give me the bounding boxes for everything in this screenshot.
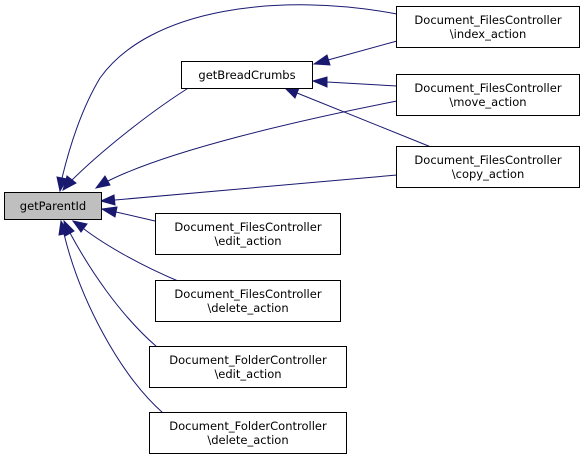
edge-move-to-breadcrumbs xyxy=(326,81,398,87)
arrowhead xyxy=(58,219,70,236)
edge-index-to-breadcrumbs xyxy=(327,40,398,61)
node-label-class: Document_FilesController xyxy=(414,13,562,27)
node-files-copy-action[interactable]: Document_FilesController \copy_action xyxy=(396,146,580,188)
node-files-edit-action[interactable]: Document_FilesController \edit_action xyxy=(155,213,341,255)
node-folder-edit-action[interactable]: Document_FolderController \edit_action xyxy=(149,346,347,388)
edge-copy-to-parentid xyxy=(114,174,398,201)
node-getbreadcrumbs[interactable]: getBreadCrumbs xyxy=(181,61,313,89)
edge-folder-delete-to-parentid xyxy=(63,233,164,414)
edge-folder-edit-to-parentid xyxy=(69,232,158,348)
edge-copy-to-breadcrumbs xyxy=(296,92,432,148)
arrowhead xyxy=(99,194,116,206)
node-label-method: \move_action xyxy=(449,95,527,109)
node-label-method: \delete_action xyxy=(207,433,289,447)
edge-files-delete-to-parentid xyxy=(83,228,179,282)
edge-index-to-parentid xyxy=(61,4,398,179)
node-folder-delete-action[interactable]: Document_FolderController \delete_action xyxy=(149,412,347,454)
node-label-class: Document_FilesController xyxy=(174,220,322,234)
node-label: getBreadCrumbs xyxy=(198,68,296,82)
edge-files-edit-to-parentid xyxy=(115,211,156,222)
edge-breadcrumbs-to-parentid xyxy=(69,86,191,183)
node-label-method: \copy_action xyxy=(451,167,525,181)
arrowhead xyxy=(94,175,111,189)
node-label-method: \delete_action xyxy=(207,301,289,315)
node-files-delete-action[interactable]: Document_FilesController \delete_action xyxy=(155,280,341,322)
node-label-class: Document_FolderController xyxy=(169,419,327,433)
node-getparentid[interactable]: getParentId xyxy=(4,192,102,220)
node-label-class: Document_FilesController xyxy=(414,153,562,167)
node-label-method: \edit_action xyxy=(214,234,282,248)
node-label-class: Document_FilesController xyxy=(174,287,322,301)
arrowhead xyxy=(312,54,331,66)
arrowhead xyxy=(71,220,88,233)
node-label-method: \index_action xyxy=(449,27,527,41)
node-label-method: \edit_action xyxy=(214,367,282,381)
arrowhead xyxy=(311,76,328,88)
arrowhead xyxy=(283,87,300,99)
arrowhead xyxy=(56,176,68,193)
node-label-class: Document_FilesController xyxy=(414,81,562,95)
node-label-class: Document_FolderController xyxy=(169,353,327,367)
edge-move-to-parentid xyxy=(107,100,398,182)
node-files-index-action[interactable]: Document_FilesController \index_action xyxy=(396,6,580,48)
arrowhead xyxy=(100,206,118,218)
node-label: getParentId xyxy=(19,199,87,213)
node-files-move-action[interactable]: Document_FilesController \move_action xyxy=(396,74,580,116)
